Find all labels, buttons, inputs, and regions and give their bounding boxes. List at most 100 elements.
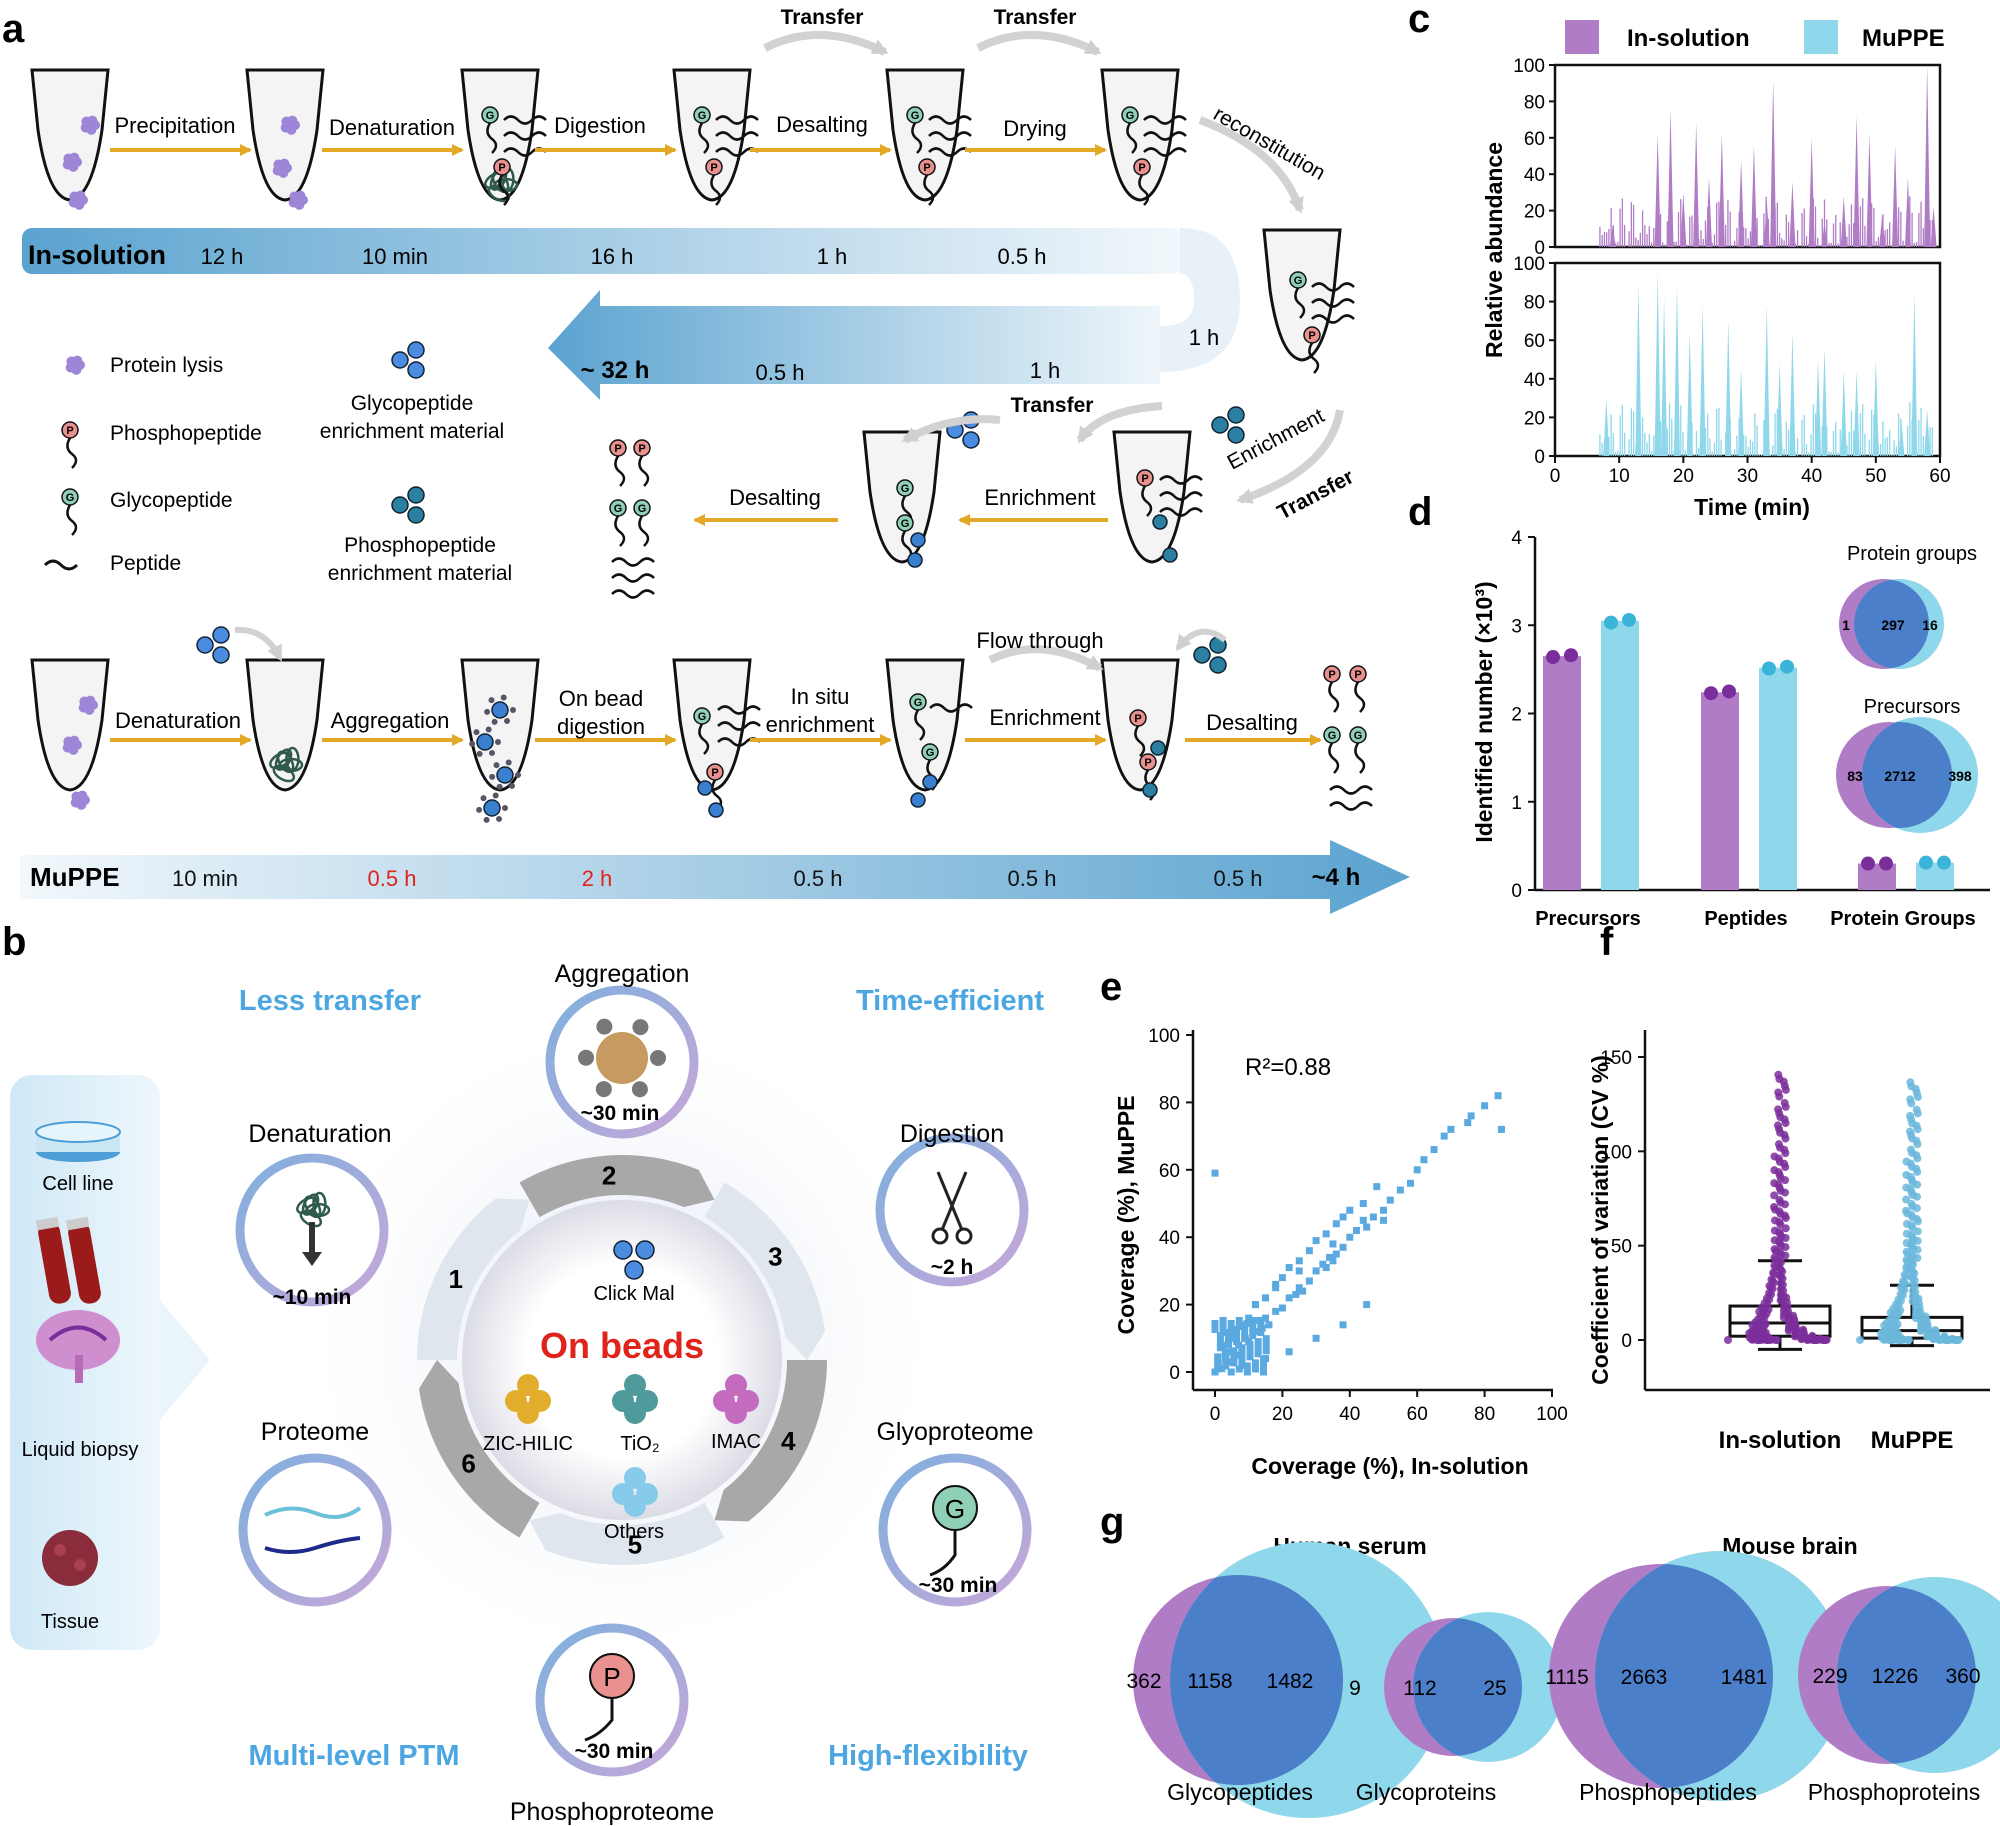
insolution-time-3: 16 h xyxy=(591,244,634,269)
scatter-point xyxy=(1373,1183,1381,1191)
scatter-point xyxy=(1241,1329,1249,1337)
chrom-peak xyxy=(1924,409,1931,456)
panel-g-venns: Human serum Mouse brain 362 1158 1482 Gl… xyxy=(1126,1533,2000,1818)
chrom-peak xyxy=(1603,398,1610,456)
chrom-peak xyxy=(1673,286,1680,456)
e-ytick-label: 60 xyxy=(1159,1161,1180,1182)
svg-text:G: G xyxy=(901,518,910,530)
peptide-icon xyxy=(1159,491,1203,501)
bead-icon xyxy=(922,774,938,790)
cv-point xyxy=(1775,1256,1784,1265)
total-insolution: ~ 32 h xyxy=(581,357,650,384)
e-ytick-label: 20 xyxy=(1159,1296,1180,1317)
chrom-peak xyxy=(1808,137,1815,247)
glyco-badge-icon xyxy=(481,106,499,124)
replicate-dot xyxy=(1762,661,1776,676)
cycle-arrow-3 xyxy=(714,1360,827,1522)
scatter-point xyxy=(1329,1257,1337,1265)
step-denaturation: Denaturation xyxy=(329,115,455,140)
cv-point xyxy=(1774,1088,1783,1097)
proteome-peptide-icon xyxy=(264,1506,362,1519)
d-category-label: Peptides xyxy=(1704,908,1787,930)
d-venn-protein-left: 1 xyxy=(1842,617,1850,633)
cv-point xyxy=(1913,1245,1922,1254)
transfer-label-2: Transfer xyxy=(994,6,1077,29)
legend-peptide: Peptide xyxy=(110,552,181,575)
cv-point xyxy=(1780,1159,1789,1168)
cv-point xyxy=(1780,1130,1789,1139)
legend-protein-lysis: Protein lysis xyxy=(110,354,223,377)
phospho-badge-icon xyxy=(1303,326,1321,344)
glyco-badge-icon xyxy=(693,707,711,725)
scatter-point xyxy=(1251,1359,1259,1367)
bottom-step-insitu-2: enrichment xyxy=(766,712,875,737)
svg-text:G: G xyxy=(638,503,647,515)
click-mal-bead-icon xyxy=(635,1240,655,1260)
station-glyco-circle: G xyxy=(878,1453,1032,1607)
d-venn-precursor-left: 83 xyxy=(1847,768,1863,784)
cv-point xyxy=(1797,1335,1806,1344)
cv-point xyxy=(1767,1275,1776,1284)
scatter-point xyxy=(1219,1323,1227,1331)
station-aggregation-time: ~30 min xyxy=(581,1102,660,1125)
g-venn1-right: 1482 xyxy=(1267,1670,1314,1693)
peptide-icon xyxy=(1311,282,1355,292)
scatter-point xyxy=(1254,1344,1262,1352)
f-ytick-label: 150 xyxy=(1600,1048,1632,1069)
scatter-point xyxy=(1272,1280,1280,1288)
sample-liquid-biopsy: Liquid biopsy xyxy=(22,1439,139,1461)
chrom-peak xyxy=(1738,159,1745,247)
protein-lysis-icon xyxy=(65,355,85,375)
cv-point xyxy=(1724,1336,1732,1344)
insolution-band xyxy=(22,228,1182,274)
panel-b-overview: Cell line Liquid biopsy Tissue Less tran… xyxy=(10,960,1044,1826)
muppe-time-6: 0.5 h xyxy=(1214,866,1263,891)
scatter-point xyxy=(1227,1319,1235,1327)
cv-point xyxy=(1770,1203,1778,1212)
aggregated-bead-icon xyxy=(476,792,508,823)
scatter-point xyxy=(1272,1307,1280,1315)
cv-point xyxy=(1774,1070,1783,1079)
cv-point xyxy=(1856,1336,1864,1344)
station-denaturation: Denaturation xyxy=(248,1120,391,1148)
peptide-icon xyxy=(717,721,761,731)
scatter-point xyxy=(1251,1365,1259,1373)
scatter-point xyxy=(1219,1316,1227,1324)
chrom-peak xyxy=(1763,305,1770,456)
scatter-point xyxy=(1278,1304,1286,1312)
station-glyoproteome: Glyoproteome xyxy=(876,1418,1033,1446)
scatter-point xyxy=(1238,1361,1246,1369)
scatter-point xyxy=(1285,1264,1293,1272)
tube-bottom-1 xyxy=(30,658,110,792)
chrom-peak xyxy=(1911,293,1918,456)
cv-point xyxy=(1923,1332,1932,1341)
svg-text:P: P xyxy=(1134,713,1141,725)
scatter-point xyxy=(1262,1335,1270,1343)
scatter-point xyxy=(1346,1206,1354,1214)
flow-through-label: Flow through xyxy=(976,628,1103,653)
g-venn4-label: Phosphoproteins xyxy=(1808,1779,1981,1805)
cv-point xyxy=(1748,1321,1757,1330)
tube-bottom-5 xyxy=(885,658,965,792)
replicate-dot xyxy=(1780,659,1794,674)
g-venn3-label: Phosphopeptides xyxy=(1579,1779,1757,1805)
reconstitution-label: reconstitution xyxy=(1210,102,1330,184)
svg-text:P: P xyxy=(923,162,930,174)
scatter-point xyxy=(1233,1332,1241,1340)
scatter-point xyxy=(1447,1125,1455,1133)
cv-point xyxy=(1907,1221,1916,1230)
tube-top-1 xyxy=(30,68,110,202)
return-time-1: 1 h xyxy=(1189,325,1220,350)
scatter-point xyxy=(1243,1362,1251,1370)
cv-point xyxy=(1902,1195,1911,1204)
cv-point xyxy=(1775,1217,1784,1226)
scatter-point xyxy=(1464,1119,1472,1127)
phospho-badge-icon xyxy=(633,439,651,457)
scatter-point xyxy=(1363,1301,1371,1309)
e-xlabel: Coverage (%), In-solution xyxy=(1251,1453,1528,1479)
legend-c-insolution: In-solution xyxy=(1627,25,1750,52)
chrom-peak xyxy=(1654,272,1661,456)
f-ytick-label: 0 xyxy=(1621,1331,1632,1352)
cv-point xyxy=(1907,1231,1916,1240)
